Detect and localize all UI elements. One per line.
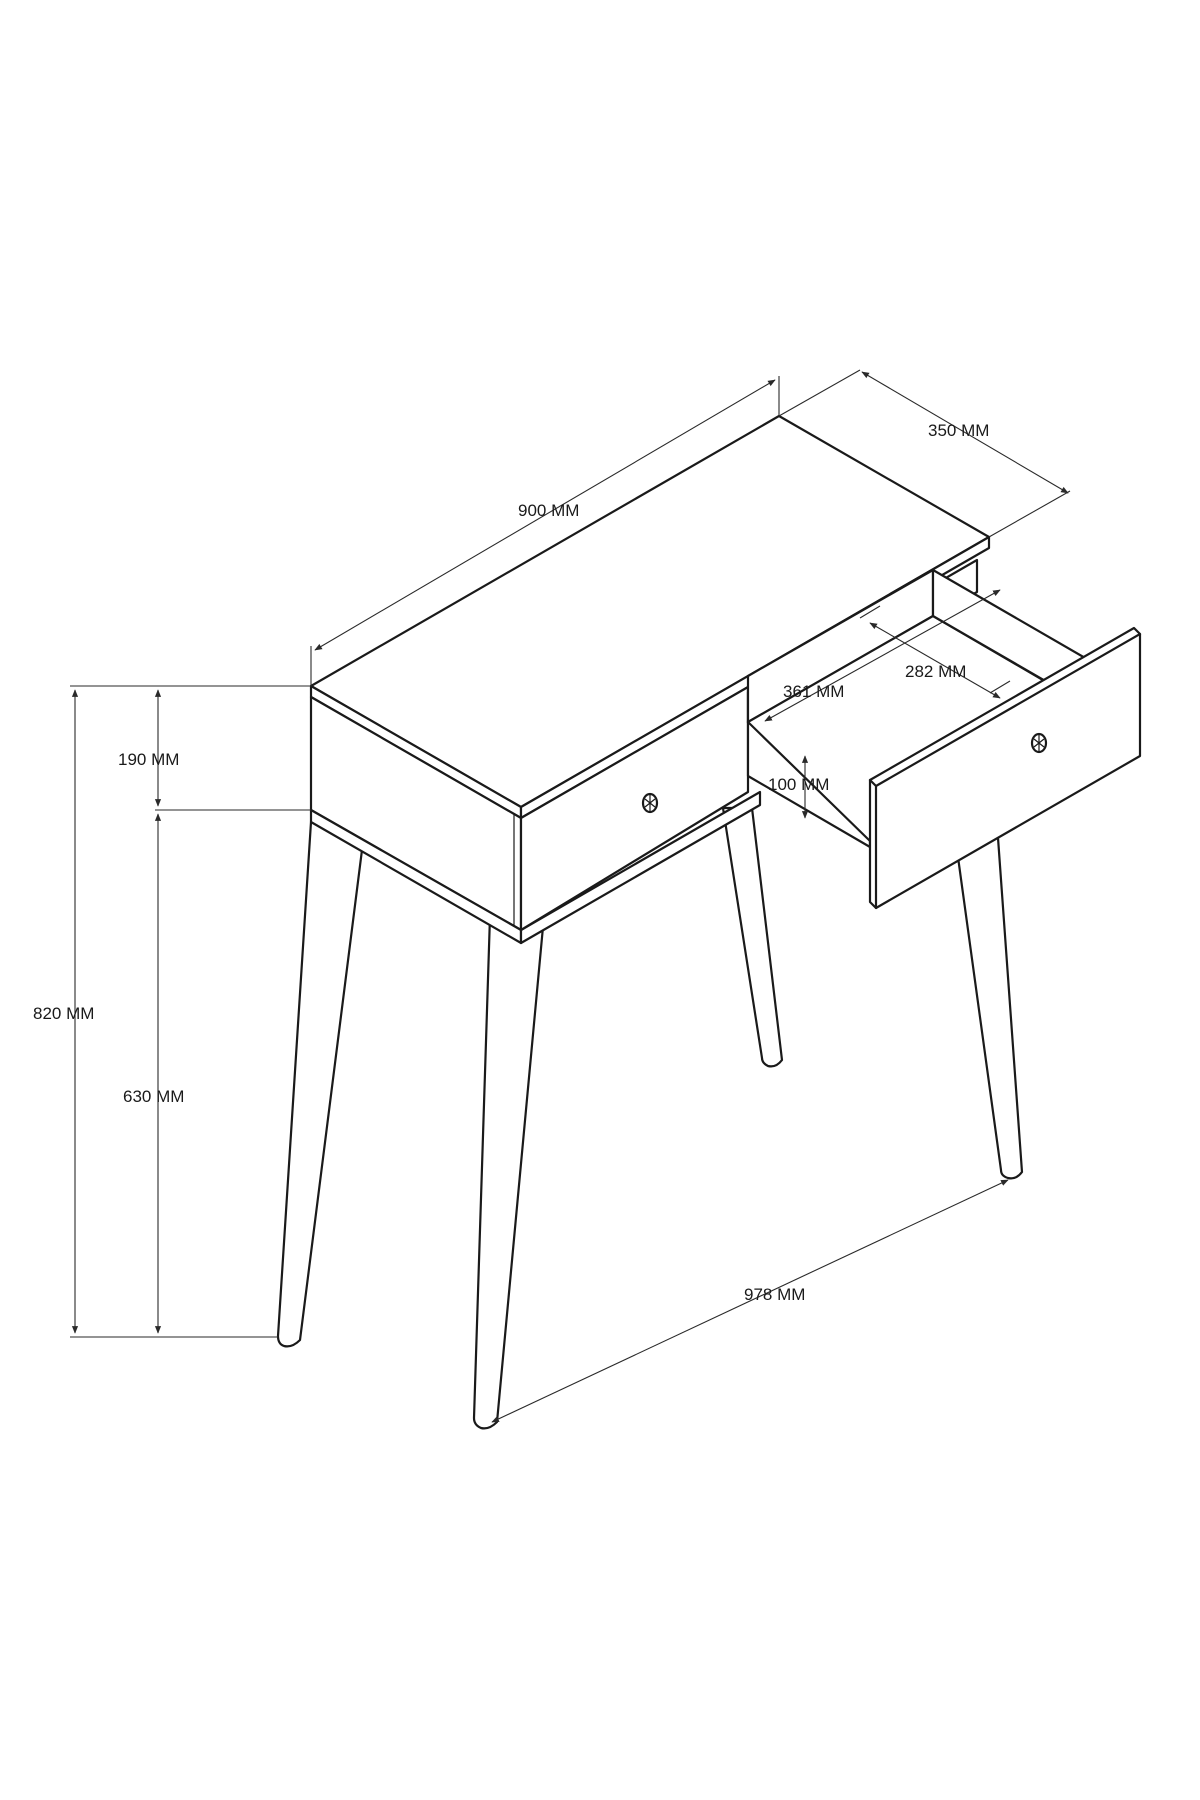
leg-span-label: 978 MM [744,1285,805,1304]
open-drawer-front [868,626,1142,910]
drawer-knob-icon [641,792,659,814]
table-body [309,414,1142,945]
leg-front-right [952,808,1024,1180]
drawer-height-label: 100 MM [768,775,829,794]
drawer-inner-width-label: 282 MM [905,662,966,681]
top-width-label: 900 MM [518,501,579,520]
carcass-height-label: 190 MM [118,750,179,769]
top-depth-label: 350 MM [928,421,989,440]
carcass-bottom-rail-right [519,790,762,945]
leg-front-left [276,820,365,1348]
table-legs [276,806,1024,1430]
drawer-knob-icon [1030,732,1048,754]
total-height-label: 820 MM [33,1004,94,1023]
dimension-labels: 900 MM 350 MM 282 MM 361 MM 100 MM 190 M… [33,421,989,1304]
leg-back-right [721,806,784,1068]
leg-front-center [472,914,546,1430]
leg-height-label: 630 MM [123,1087,184,1106]
open-drawer-front-edge [868,632,1142,910]
drawer-depth-label: 361 MM [783,682,844,701]
drawer-left-front [519,685,750,932]
dimension-lines [70,369,1071,1423]
